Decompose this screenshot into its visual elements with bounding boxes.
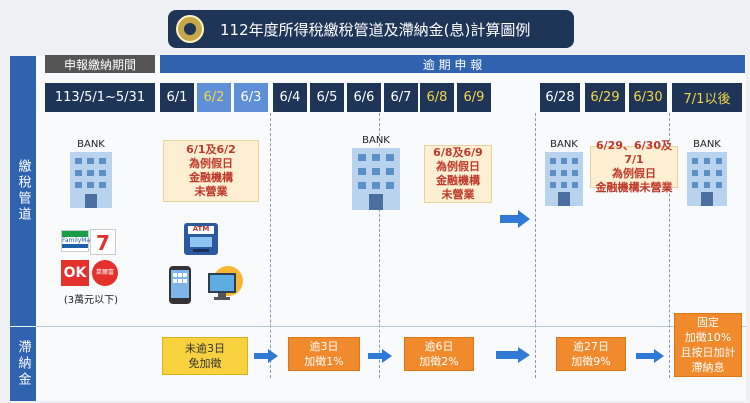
date-cell-6-2: 6/2 [197,83,231,112]
penalty-box-over-27-days: 逾27日 加徵9% [556,337,626,371]
separator [669,113,670,378]
separator [379,113,380,378]
penalty-box-over-6-days: 逾6日 加徵2% [404,337,474,371]
holiday-note-6-29-7-1: 6/29、6/30及7/1 為例假日 金融機構未營業 [590,139,678,194]
bank-building-icon: BANK [542,139,586,212]
date-cell-6-3: 6/3 [234,83,268,112]
bank-building-icon: BANK [66,139,116,214]
bank-building-icon: BANK [348,135,404,216]
date-cell-6-30: 6/30 [629,83,667,112]
separator [270,113,271,378]
bank-label: BANK [550,139,578,150]
arrow-right-icon [368,348,392,367]
bank-building-icon: BANK [684,139,730,212]
separator [535,113,536,378]
date-cell-6-28: 6/28 [540,83,580,112]
arrow-right-icon [500,210,530,232]
computer-icon [204,265,244,303]
penalty-box-fixed-10-percent: 固定 加徵10% 且按日加計 滯納息 [674,313,742,377]
bank-label: BANK [77,139,105,150]
arrow-right-icon [496,347,530,367]
arrow-right-icon [636,348,664,367]
atm-label: ATM [192,225,210,233]
date-cell-6-8: 6/8 [420,83,454,112]
mobile-phone-icon [168,265,192,305]
main-panel [36,56,746,401]
seven-eleven-logo: 7 [90,229,116,255]
arrow-right-icon [254,348,278,367]
holiday-note-6-8-6-9: 6/8及6/9 為例假日 金融機構 未營業 [424,145,492,203]
side-label-late-fee: 滯納金 [10,327,36,401]
penalty-box-within-3-days: 未逾3日 免加徵 [162,337,248,375]
date-cell-6-1: 6/1 [160,83,194,112]
ok-mart-logo: OK [61,260,89,286]
page-title: 112年度所得稅繳稅管道及滯納金(息)計算圖例 [168,10,574,48]
filing-period-header: 申報繳納期間 [45,55,155,73]
date-cell-filing: 113/5/1~5/31 [45,83,155,112]
row-divider [36,326,746,327]
bank-label: BANK [693,139,721,150]
title-text: 112年度所得稅繳稅管道及滯納金(息)計算圖例 [220,20,531,39]
date-cell-7-1-after: 7/1以後 [672,83,742,112]
date-cell-6-5: 6/5 [310,83,344,112]
date-cell-6-4: 6/4 [273,83,307,112]
date-cell-6-29: 6/29 [585,83,625,112]
date-cell-6-7: 6/7 [384,83,418,112]
overdue-header: 逾 期 申 報 [160,55,745,73]
penalty-box-over-3-days: 逾3日 加徵1% [288,337,360,371]
date-cell-6-9: 6/9 [457,83,491,112]
familymart-label: FamilyMart [62,237,95,244]
hilife-logo: 萊爾富 [92,260,118,286]
holiday-note-6-1-6-2: 6/1及6/2 為例假日 金融機構 未營業 [163,140,259,202]
side-label-payment-channels: 繳稅管道 [10,56,36,326]
emblem-icon [176,15,204,43]
familymart-logo: FamilyMart [61,230,95,252]
atm-icon: ATM [183,222,219,256]
store-payment-limit: (3萬元以下) [63,295,119,306]
date-cell-6-6: 6/6 [347,83,381,112]
bank-label: BANK [362,135,390,146]
